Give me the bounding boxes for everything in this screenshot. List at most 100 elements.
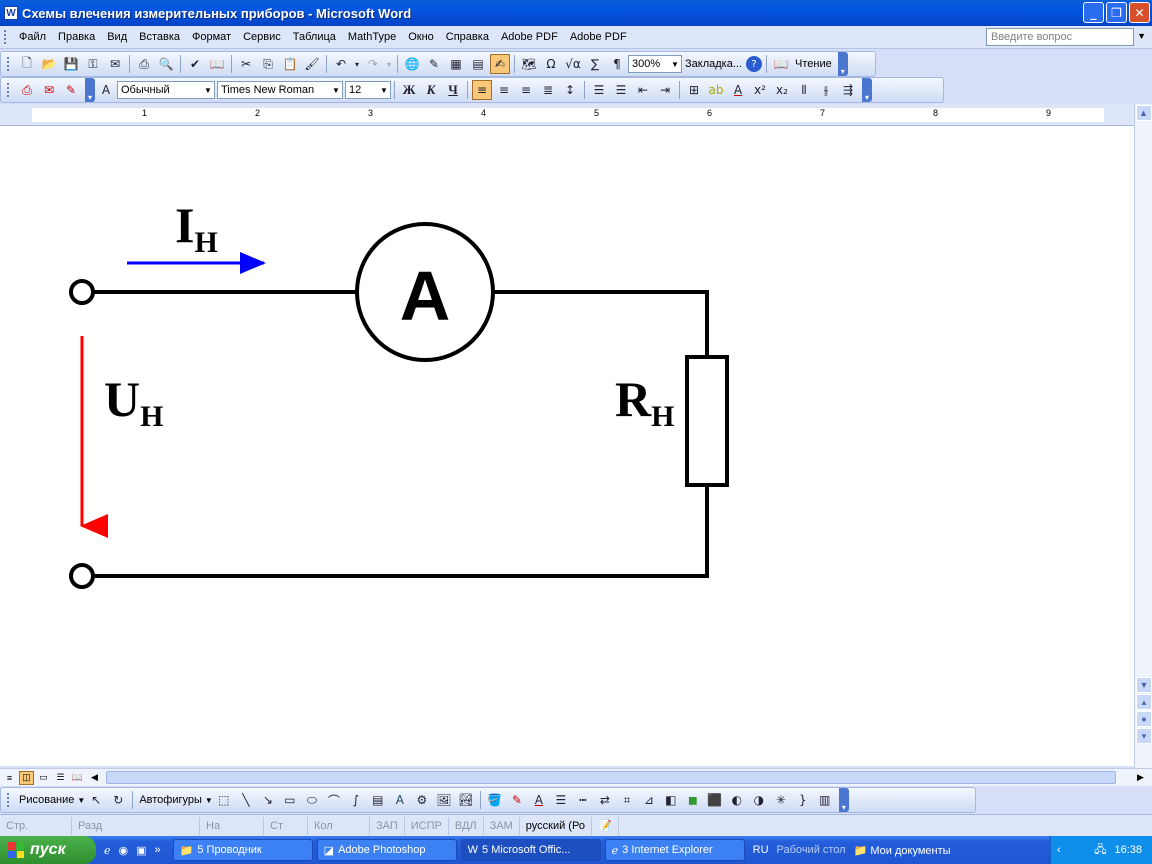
tray-collapse-icon[interactable]: ‹ [1057,844,1061,856]
fill-color-icon[interactable]: 🪣 [487,793,503,807]
group-icon[interactable]: ⌗ [623,792,631,807]
toolbar-grip[interactable] [7,57,12,71]
undo-dropdown-icon[interactable]: ▾ [354,59,359,69]
bullets-icon[interactable]: ☰ [615,83,627,97]
ie-quicklaunch-icon[interactable]: ℯ [104,844,111,857]
help-dropdown-icon[interactable]: ▼ [1137,31,1146,41]
task-explorer[interactable]: 📁 5 Проводник [172,839,313,861]
restore-button[interactable]: ❐ [1106,2,1127,23]
font-color-icon[interactable]: A [733,83,743,97]
reading-view-icon[interactable]: 📖 [71,772,84,782]
pdf-email-icon[interactable]: ✉ [43,83,55,97]
symbol-omega-icon[interactable]: Ω [546,57,556,71]
copy-icon[interactable]: ⎘ [263,56,273,71]
3d-style-icon[interactable]: ◼ [687,793,698,807]
my-documents-toolbar[interactable]: 📁 Мои документы [853,844,951,857]
arc-tool-icon[interactable]: ⌒ [327,793,340,808]
status-language[interactable]: русский (Ро [520,816,592,835]
help-question-input[interactable]: Введите вопрос [986,28,1134,46]
line-spacing-icon[interactable]: ↕ [564,83,576,97]
menu-mathtype[interactable]: MathType [347,31,397,43]
chevron-down-icon[interactable]: ▼ [380,85,388,95]
hyperlink-icon[interactable]: 🌐 [404,57,420,71]
redo-icon[interactable]: ↷ [367,57,379,71]
print-layout-icon[interactable]: ▭ [39,772,48,782]
media-quicklaunch-icon[interactable]: ◉ [118,844,129,857]
diagram-icon[interactable]: ⚙ [416,793,428,807]
insert-table-icon[interactable]: ▦ [450,57,462,71]
underline-button[interactable]: Ч [448,82,458,97]
subscript-icon[interactable]: x₂ [776,83,788,97]
borders-icon[interactable]: ⊞ [688,83,700,97]
scroll-down-icon[interactable]: ▼ [1136,677,1152,693]
status-trk[interactable]: ИСПР [405,816,449,835]
network-icon[interactable]: 🖧 [1094,843,1107,856]
toolbar-grip[interactable] [7,83,12,97]
align-center-icon[interactable]: ≡ [498,83,510,97]
toolbar-options-icon[interactable]: ▾ [862,78,872,102]
browse-object-icon[interactable]: ● [1136,711,1152,727]
show-formatting-icon[interactable]: ¶ [613,57,621,71]
draw-menu-button[interactable]: Рисование [19,794,75,806]
ltr-icon[interactable]: ⫴ [801,82,807,97]
font-select[interactable]: Times New Roman ▼ [217,81,343,99]
web-view-icon[interactable]: ◫ [19,770,34,785]
rectangle-tool-icon[interactable]: ▭ [284,793,296,807]
open-folder-icon[interactable]: 📂 [41,57,57,71]
horizontal-scroll-thumb[interactable] [106,771,1116,784]
close-button[interactable]: ✕ [1129,2,1150,23]
decrease-indent-icon[interactable]: ⇤ [637,83,649,97]
save-icon[interactable]: 💾 [63,57,79,71]
textbox-icon[interactable]: ▤ [372,793,384,807]
insert-excel-icon[interactable]: ▤ [472,57,484,71]
task-word[interactable]: W 5 Microsoft Offic... [460,839,601,861]
shadow-style-icon[interactable]: ◧ [665,793,677,807]
3d-cube-icon[interactable]: ⬛ [707,793,723,807]
chevron-down-icon[interactable]: ▼ [671,59,679,69]
format-painter-icon[interactable]: 🖌 [304,57,320,71]
print-preview-icon[interactable]: 🔍 [158,57,174,71]
dash-style-icon[interactable]: ┅ [579,793,587,807]
horizontal-ruler[interactable]: 1 2 3 4 5 6 7 8 9 [0,104,1134,126]
zoom-select[interactable]: 300% ▼ [628,55,682,73]
spelling-icon[interactable]: ✔ [189,57,201,71]
toolbar-options-icon[interactable]: ▾ [837,52,848,76]
nudge-icon[interactable]: ◑ [753,793,765,807]
menu-adobe-pdf-2[interactable]: Adobe PDF [569,31,627,43]
pdf-convert-icon[interactable]: ⎙ [22,82,32,97]
horizontal-scrollbar[interactable]: ≡ ◫ ▭ ☰ 📖 ◀ ▶ [0,768,1152,786]
document-page[interactable]: A IH UH RH [0,126,1134,766]
permission-icon[interactable]: ⚿ [88,56,98,71]
ruler-track[interactable]: 1 2 3 4 5 6 7 8 9 [32,108,1104,122]
task-internet-explorer[interactable]: ℯ 3 Internet Explorer [604,839,745,861]
oval-tool-icon[interactable]: ⬭ [306,792,317,807]
mathtype-icon[interactable]: ∑ [590,57,600,71]
superscript-icon[interactable]: x² [754,83,766,97]
normal-view-icon[interactable]: ≡ [6,772,13,783]
styles-formatting-icon[interactable]: A [101,83,111,97]
menu-view[interactable]: Вид [107,31,128,43]
font-size-select[interactable]: 12 ▼ [345,81,391,99]
cut-icon[interactable]: ✂ [240,57,252,71]
chevron-down-icon[interactable]: ▼ [204,85,212,95]
paste-icon[interactable]: 📋 [282,57,298,71]
status-ovr[interactable]: ЗАМ [484,816,520,835]
vertical-scrollbar[interactable]: ▲ ▼ ▴ ● ▾ [1134,104,1152,768]
flip-icon[interactable]: ✳ [775,793,786,807]
scroll-right-icon[interactable]: ▶ [1137,772,1144,782]
align-right-icon[interactable]: ≡ [520,83,532,97]
previous-page-icon[interactable]: ▴ [1136,694,1152,710]
menu-adobe-pdf-1[interactable]: Adobe PDF [500,31,558,43]
bookmark-button[interactable]: Закладка... [685,58,742,70]
align-left-icon[interactable]: ≡ [472,80,492,100]
style-select[interactable]: Обычный ▼ [117,81,215,99]
align-objects-icon[interactable]: ⊿ [643,793,654,807]
italic-button[interactable]: К [426,82,436,97]
toolbar-grip[interactable] [7,793,12,807]
line-style-icon[interactable]: ☰ [555,793,567,807]
increase-indent-icon[interactable]: ⇥ [659,83,671,97]
help-icon[interactable]: ? [746,56,762,72]
email-icon[interactable]: ✉ [109,57,121,71]
new-document-icon[interactable]: 🗋 [22,55,32,70]
line-color-icon[interactable]: ✎ [511,793,522,807]
